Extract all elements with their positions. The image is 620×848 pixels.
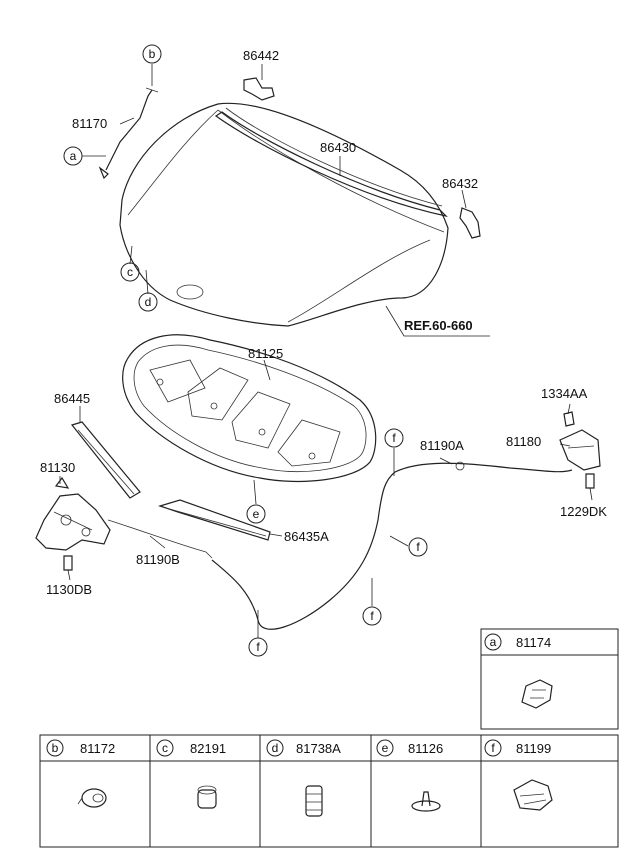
legend-b-part: 81172 bbox=[80, 741, 115, 756]
clip-81126-icon bbox=[411, 791, 441, 812]
legend-e-part: 81126 bbox=[408, 741, 443, 756]
svg-text:f: f bbox=[491, 741, 495, 755]
marker-b-hood: b bbox=[142, 44, 162, 64]
seal-strip-86435A bbox=[158, 499, 271, 541]
callout-1334AA: 1334AA bbox=[541, 386, 588, 401]
svg-text:e: e bbox=[253, 507, 260, 521]
svg-text:f: f bbox=[392, 431, 396, 445]
svg-text:c: c bbox=[127, 265, 133, 279]
callout-81190B: 81190B bbox=[136, 552, 180, 567]
hood-stay-rod bbox=[98, 87, 159, 180]
callouts: 81170 86442 86430 86432 81125 86445 8113… bbox=[40, 48, 607, 597]
legend-b-letter: b bbox=[46, 739, 64, 757]
callout-81170: 81170 bbox=[72, 116, 107, 131]
callout-1229DK: 1229DK bbox=[560, 504, 607, 519]
clip-86432 bbox=[459, 207, 481, 239]
clip-81199-icon bbox=[513, 779, 553, 811]
hood-insulator bbox=[122, 334, 377, 483]
reference-label: REF.60-660 bbox=[404, 318, 473, 333]
marker-e-insulator: e bbox=[246, 504, 266, 524]
release-cable bbox=[107, 461, 573, 630]
screw-1229DK bbox=[585, 473, 595, 489]
bumper-82191-icon bbox=[197, 785, 217, 809]
svg-text:d: d bbox=[272, 741, 279, 755]
svg-text:f: f bbox=[370, 609, 374, 623]
callout-81125: 81125 bbox=[248, 346, 283, 361]
legend-d-letter: d bbox=[266, 739, 284, 757]
callout-86432: 86432 bbox=[442, 176, 478, 191]
svg-text:a: a bbox=[70, 149, 77, 163]
legend-table: a 81174 b 81172 c 82191 d 81738A e 81126… bbox=[39, 628, 619, 848]
hood-emblem-hole bbox=[176, 284, 204, 300]
marker-f-2: f bbox=[408, 537, 428, 557]
bumper-81738A-icon bbox=[305, 785, 323, 817]
legend-a-letter: a bbox=[484, 633, 502, 651]
svg-text:e: e bbox=[382, 741, 389, 755]
legend-f-part: 81199 bbox=[516, 741, 551, 756]
circle-markers: b a c d e f f f f bbox=[63, 44, 428, 657]
svg-text:b: b bbox=[52, 741, 59, 755]
svg-text:d: d bbox=[145, 295, 152, 309]
hood-weatherstrip bbox=[214, 107, 448, 218]
legend-a-part: 81174 bbox=[516, 635, 551, 650]
callout-86435A: 86435A bbox=[284, 529, 329, 544]
svg-text:a: a bbox=[490, 635, 497, 649]
marker-a-hood: a bbox=[63, 146, 83, 166]
clip-81172-icon bbox=[77, 788, 107, 808]
marker-f-4: f bbox=[248, 637, 268, 657]
legend-e-letter: e bbox=[376, 739, 394, 757]
svg-text:b: b bbox=[149, 47, 156, 61]
callout-81180: 81180 bbox=[506, 434, 541, 449]
legend-c-letter: c bbox=[156, 739, 174, 757]
leader-lines bbox=[59, 64, 593, 638]
release-handle bbox=[559, 411, 601, 489]
marker-f-1: f bbox=[384, 428, 404, 448]
callout-81190A: 81190A bbox=[420, 438, 464, 453]
clip-81174-icon bbox=[521, 679, 553, 709]
marker-f-3: f bbox=[362, 606, 382, 626]
legend-c-part: 82191 bbox=[190, 741, 226, 756]
callout-86442: 86442 bbox=[243, 48, 279, 63]
legend-f-letter: f bbox=[484, 739, 502, 757]
callout-86430: 86430 bbox=[320, 140, 356, 155]
hood-panel bbox=[119, 102, 449, 327]
seal-strip-86445 bbox=[70, 421, 141, 499]
bolt-1130DB bbox=[63, 555, 73, 571]
hood-latch bbox=[35, 476, 111, 571]
callout-81130: 81130 bbox=[40, 460, 75, 475]
callout-86445: 86445 bbox=[54, 391, 90, 406]
svg-text:f: f bbox=[256, 640, 260, 654]
legend-d-part: 81738A bbox=[296, 741, 341, 756]
svg-text:f: f bbox=[416, 540, 420, 554]
callout-1130DB: 1130DB bbox=[46, 582, 92, 597]
nut-1334AA bbox=[563, 411, 575, 427]
marker-d-hood: d bbox=[138, 292, 158, 312]
marker-c-hood: c bbox=[120, 262, 140, 282]
svg-text:c: c bbox=[162, 741, 168, 755]
clip-86442 bbox=[243, 77, 275, 101]
